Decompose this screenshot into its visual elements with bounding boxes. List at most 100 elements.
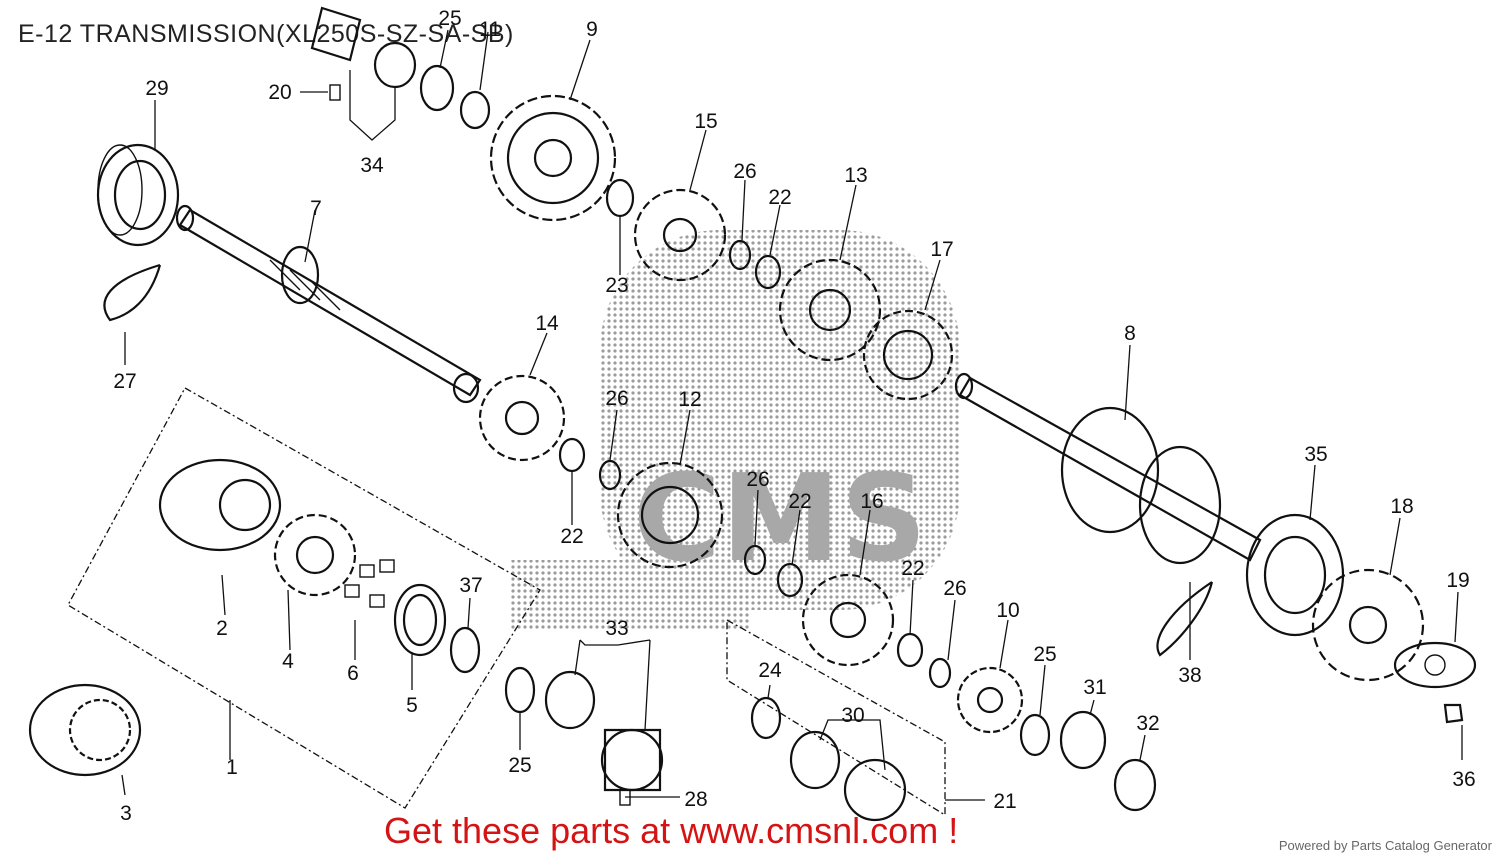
part-label: 21 (993, 790, 1016, 813)
watermark-text: CMS (633, 450, 927, 589)
washer-5 (393, 583, 447, 657)
part-label: 34 (360, 154, 384, 177)
part-label: 22 (901, 557, 924, 580)
circlip-26d (928, 657, 952, 689)
gear-15 (633, 188, 727, 282)
part-label: 23 (605, 274, 628, 297)
washer-22a (754, 254, 782, 290)
washer-25a (419, 64, 455, 112)
part-label: 25 (1033, 643, 1056, 666)
part-label: 19 (1446, 569, 1469, 592)
dowel-20 (329, 84, 341, 101)
gear-9 (489, 94, 617, 222)
washer-22d (896, 632, 924, 668)
circlip-26a (728, 239, 752, 271)
part-label: 24 (758, 659, 782, 682)
bolt-36 (1443, 703, 1464, 724)
part-label: 6 (347, 662, 359, 685)
rollers-6 (344, 559, 395, 608)
part-label: 13 (844, 164, 867, 187)
part-label: 5 (406, 694, 418, 717)
washer-24 (750, 696, 782, 740)
part-label: 25 (508, 754, 531, 777)
part-label: 26 (746, 468, 769, 491)
part-label: 20 (268, 81, 291, 104)
part-label: 28 (684, 788, 707, 811)
part-label: 38 (1178, 664, 1201, 687)
part-label: 7 (310, 197, 322, 220)
part-label: 22 (788, 490, 811, 513)
gear-13 (778, 258, 882, 362)
part-label: 18 (1390, 495, 1413, 518)
part-label: 1 (226, 756, 238, 779)
part-label: 33 (605, 617, 628, 640)
drive-sprocket-18 (1311, 568, 1425, 682)
part-label: 26 (605, 387, 628, 410)
part-label: 35 (1304, 443, 1327, 466)
part-label: 15 (694, 110, 717, 133)
part-label: 2 (216, 617, 228, 640)
snap-ring-38 (1156, 581, 1214, 657)
part-label: 22 (560, 525, 583, 548)
part-label: 29 (145, 77, 168, 100)
gear-10 (956, 666, 1024, 734)
gear-16 (801, 573, 895, 667)
part-label: 8 (1124, 322, 1136, 345)
part-label: 36 (1452, 768, 1475, 791)
part-label: 17 (930, 238, 953, 261)
countershaft (954, 372, 1262, 565)
gear-14 (478, 374, 566, 462)
leader-lines (121, 29, 1463, 801)
washer-23 (605, 178, 635, 218)
part-label: 9 (586, 18, 598, 41)
watermark-logo: CMS (510, 230, 960, 630)
fixing-plate-19 (1393, 641, 1477, 689)
kick-gear-2 (158, 458, 282, 552)
circlip-26c (743, 544, 767, 576)
circlip-37 (449, 626, 481, 674)
kickstarter-group-outline (67, 387, 541, 809)
bearing-30 (789, 730, 907, 822)
washer-25b (504, 666, 536, 714)
part-label: 16 (860, 490, 883, 513)
circlip-26b (598, 459, 622, 491)
bushing-11 (459, 90, 491, 130)
part-label: 26 (943, 577, 966, 600)
washer-22b (558, 437, 586, 473)
main-shaft (175, 204, 482, 404)
part-label: 11 (479, 18, 501, 41)
part-label: 27 (113, 370, 136, 393)
part-label: 32 (1136, 712, 1159, 735)
part-labels: 1 2 3 4 5 6 7 8 9 10 11 12 13 14 15 16 1… (113, 7, 1475, 825)
powered-by-note: Powered by Parts Catalog Generator (1278, 838, 1492, 853)
countershaft-group-outline (726, 618, 946, 817)
washer-22c (776, 562, 804, 598)
part-label: 12 (678, 388, 701, 411)
bearing-32 (1113, 758, 1157, 812)
part-label: 10 (996, 599, 1019, 622)
part-label: 4 (282, 650, 294, 673)
ratchet-4 (273, 513, 357, 597)
part-label: 37 (459, 574, 482, 597)
snap-ring-27 (103, 263, 162, 322)
part-label: 25 (438, 7, 461, 30)
part-label: 22 (768, 186, 791, 209)
bearing-33 (544, 670, 664, 792)
part-label: 14 (535, 312, 559, 335)
bearing-34 (310, 6, 417, 89)
part-label: 3 (120, 802, 132, 825)
washer-25c (1019, 713, 1051, 757)
bearing-29 (96, 143, 180, 247)
diagram-title: E-12 TRANSMISSION(XL250S-SZ-SA-SB) (18, 20, 514, 48)
gear-12 (616, 461, 724, 569)
bearing-31 (1059, 710, 1107, 770)
part-label: 30 (841, 704, 864, 727)
kick-gear-3 (28, 683, 142, 777)
gear-17 (862, 309, 954, 401)
part-label: 31 (1083, 676, 1106, 699)
part-label: 26 (733, 160, 756, 183)
oil-seal-35 (1245, 513, 1345, 637)
parts-link-banner[interactable]: Get these parts at www.cmsnl.com ! (384, 810, 959, 851)
